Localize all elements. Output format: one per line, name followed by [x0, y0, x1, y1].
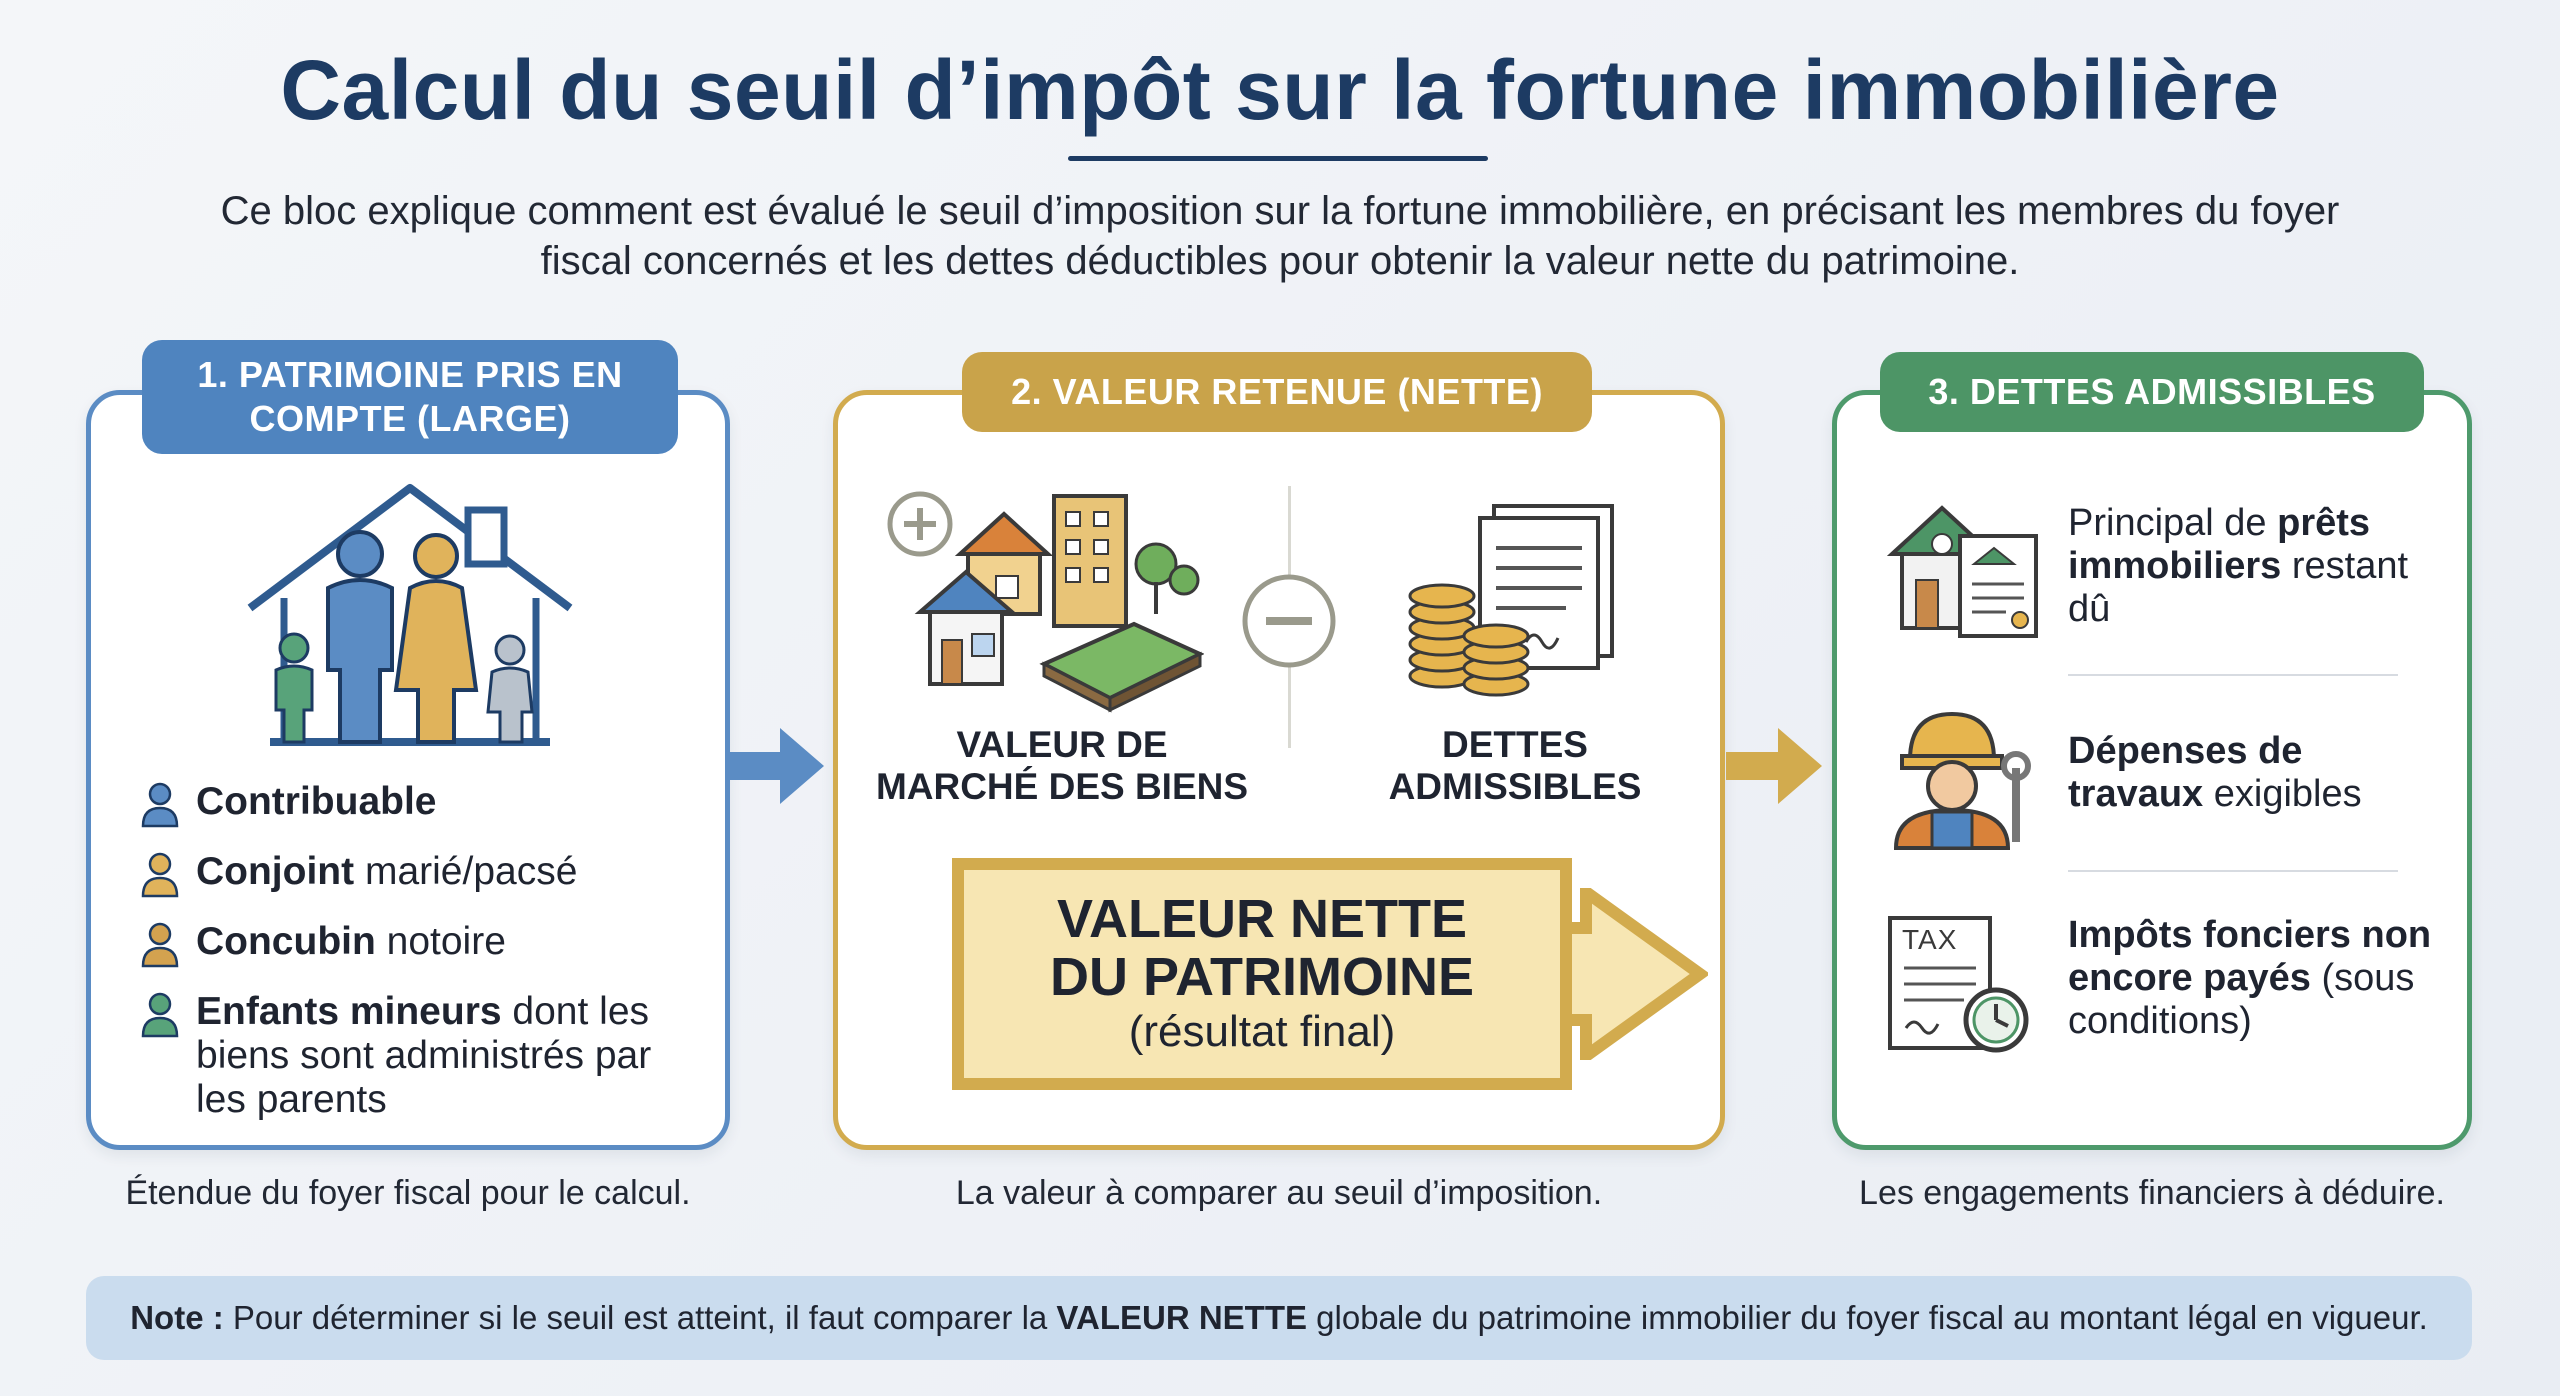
caption-dettes: Les engagements financiers à déduire. — [1859, 1174, 2445, 1212]
tax-icon-label: TAX — [1902, 924, 1958, 955]
caption-valeur-retenue: La valeur à comparer au seuil d’impositi… — [955, 1174, 1603, 1212]
badge-patrimoine: 1. PATRIMOINE PRIS EN COMPTE (LARGE) — [142, 340, 678, 454]
debt-text-bold: prêts immobiliers — [2068, 502, 2371, 587]
page-title: Calcul du seuil d’impôt sur la fortune i… — [280, 43, 2280, 137]
debt-text-bold: Dépenses de travaux — [2068, 730, 2303, 815]
market-value-label: VALEUR DE MARCHÉ DES BIENS — [875, 724, 1249, 807]
mortgage-house-icon — [1886, 505, 2038, 638]
member-name: Contribuable — [196, 780, 437, 823]
list-item: Concubin notoire — [140, 920, 710, 968]
note-emphasis: VALEUR NETTE — [1056, 1299, 1307, 1336]
debt-item-mortgage: Principal de prêts immobiliers restant d… — [2068, 502, 2448, 631]
debt-text: restant dû — [2068, 545, 2409, 630]
worker-tools-icon — [1893, 711, 2031, 850]
member-detail: notoire — [375, 920, 506, 963]
member-name: Conjoint — [196, 850, 355, 893]
arrow-right-icon — [1726, 728, 1822, 804]
arrow-right-icon — [728, 728, 824, 804]
note-text: Pour déterminer si le seuil est atteint,… — [223, 1299, 1057, 1336]
caption-patrimoine: Étendue du foyer fiscal pour le calcul. — [125, 1174, 691, 1212]
result-subtitle: (résultat final) — [1128, 1007, 1396, 1056]
intro-text: Ce bloc explique comment est évalué le s… — [220, 189, 2340, 283]
member-detail: dont les biens sont administrés par les … — [196, 990, 652, 1121]
note-text: globale du patrimoine immobilier du foye… — [1306, 1299, 2428, 1336]
list-item: Conjoint marié/pacsé — [140, 850, 710, 898]
person-icon — [141, 782, 179, 828]
result-title-line2: DU PATRIMOINE — [1050, 947, 1474, 1007]
list-item: Contribuable — [140, 780, 710, 828]
debt-text: Principal de — [2068, 502, 2278, 544]
note-label: Note : — [130, 1299, 224, 1336]
title-underline — [1068, 156, 1488, 161]
debt-item-property-tax: Impôts fonciers non encore payés (sous c… — [2068, 914, 2448, 1043]
members-list: Contribuable Conjoint marié/pacsé Concub… — [140, 780, 710, 1144]
separator — [2068, 870, 2398, 872]
debt-text: exigibles — [2203, 773, 2362, 815]
net-worth-result: VALEUR NETTE DU PATRIMOINE (résultat fin… — [952, 858, 1572, 1090]
family-house-icon — [247, 484, 573, 746]
person-icon — [141, 992, 179, 1038]
panel-patrimoine — [86, 390, 730, 1150]
member-name: Enfants mineurs — [196, 990, 502, 1033]
badge-dettes: 3. DETTES ADMISSIBLES — [1880, 352, 2424, 432]
coins-documents-icon — [1408, 504, 1614, 697]
deductible-debts-label: DETTES ADMISSIBLES — [1388, 724, 1642, 807]
person-icon — [141, 922, 179, 968]
tax-document-clock-icon — [1888, 916, 2029, 1053]
real-estate-icon — [887, 491, 1204, 713]
note-bar: Note : Pour déterminer si le seuil est a… — [86, 1276, 2472, 1360]
member-name: Concubin — [196, 920, 376, 963]
person-icon — [141, 852, 179, 898]
member-detail: marié/pacsé — [354, 850, 578, 893]
list-item: Enfants mineurs dont les biens sont admi… — [140, 990, 710, 1122]
debt-text-bold: Impôts fonciers non encore payés — [2068, 914, 2432, 999]
result-title-line1: VALEUR NETTE — [1056, 889, 1467, 949]
debt-text: (sous conditions) — [2068, 957, 2415, 1042]
separator — [2068, 674, 2398, 676]
minus-icon — [1242, 574, 1336, 668]
badge-valeur-retenue: 2. VALEUR RETENUE (NETTE) — [962, 352, 1592, 432]
debt-item-works: Dépenses de travaux exigibles — [2068, 730, 2448, 816]
